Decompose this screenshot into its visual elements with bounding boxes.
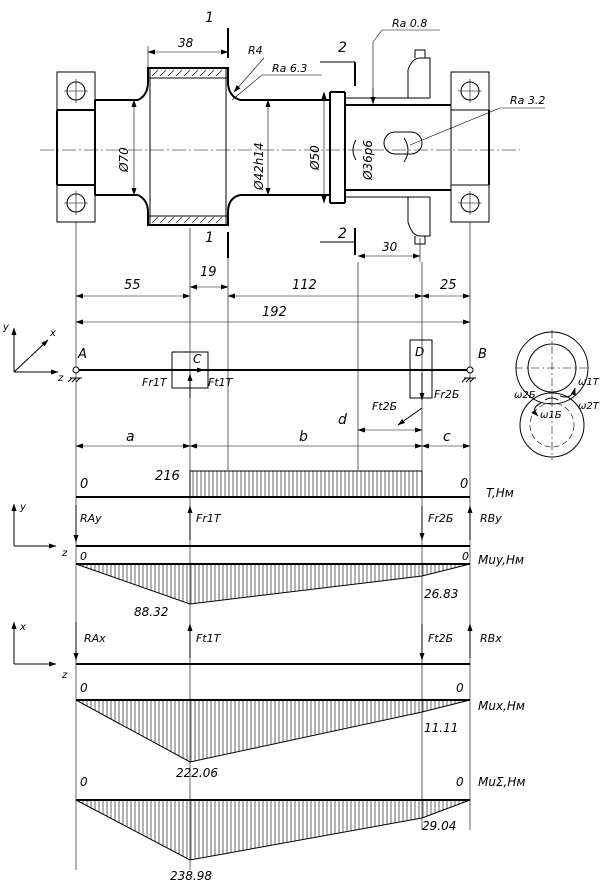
mt-label: MuΣ,Нм: [478, 775, 525, 789]
my-right-zero: 0: [462, 550, 469, 563]
span-dimensions: 55 19 112 25 192: [75, 265, 471, 325]
my-value-c: 88.32: [134, 605, 168, 619]
section-1-bottom-label: 1: [205, 230, 214, 246]
plane-y-axis-z: z: [61, 548, 68, 559]
shaft-dimensions: 38 R4 Ra 6.3 Ra 0.8 Ra 3.2 Ø70 Ø42h14 Ø5…: [117, 17, 545, 262]
mx-value-c: 222.06: [176, 766, 218, 780]
reaction-rby: RBy: [480, 512, 502, 525]
mt-value-c: 238.98: [170, 869, 212, 883]
dim-112: 112: [292, 278, 317, 293]
dim-19: 19: [200, 265, 217, 280]
point-a: A: [77, 347, 87, 362]
left-bearing: [56, 71, 96, 223]
segment-b: b: [299, 429, 308, 445]
right-bearing: [450, 71, 490, 223]
mt-right-zero: 0: [456, 775, 464, 789]
torque-value: 216: [155, 469, 180, 484]
fillet-radius-dim: R4: [248, 44, 263, 57]
plane-y-loads: y z RAy Fr1T Fr2Б RBy: [11, 502, 502, 559]
force-ft1t: Ft1T: [208, 376, 234, 389]
end-diameter-dim: Ø36p6: [361, 140, 375, 181]
mx-right-zero: 0: [456, 681, 464, 695]
plane-x-ft1t: Ft1T: [196, 632, 222, 645]
reaction-rax: RAx: [84, 632, 106, 645]
scheme-axis-x: x: [49, 328, 56, 339]
scheme-axis-z: z: [57, 373, 64, 384]
point-c: C: [193, 352, 202, 366]
torque-left-zero: 0: [80, 477, 88, 492]
moment-y-diagram: 0 0 Muy,Нм 88.32 26.83: [75, 550, 524, 619]
mx-value-d: 11.11: [424, 721, 458, 735]
torque-right-zero: 0: [460, 477, 468, 492]
point-b: B: [478, 347, 487, 362]
my-left-zero: 0: [80, 550, 87, 563]
dim-25: 25: [440, 278, 457, 293]
torque-diagram: 0 216 0 T,Нм: [76, 469, 514, 500]
force-ft2b: Ft2Б: [372, 400, 397, 413]
omega-2b: ω2Б: [514, 390, 536, 401]
mid-diameter-dim: Ø42h14: [252, 142, 266, 191]
plane-y-fr1t: Fr1T: [196, 512, 222, 525]
torque-label: T,Нм: [486, 486, 514, 500]
plane-x-axis-x: x: [19, 622, 26, 633]
force-fr1t: Fr1T: [142, 376, 168, 389]
section-2-top-label: 2: [338, 40, 347, 56]
gear-mesh-sketch: ω1T ω2T ω2Б ω1Б: [514, 330, 600, 460]
plane-x-ft2b: Ft2Б: [428, 632, 453, 645]
dim-55: 55: [124, 278, 141, 293]
seat-diameter-dim: Ø70: [117, 147, 131, 173]
segment-d: d: [338, 412, 347, 428]
moment-total-diagram: 0 0 MuΣ,Нм 238.98 29.04: [75, 775, 525, 883]
gear-width-dim: 38: [178, 36, 194, 50]
point-d: D: [415, 345, 424, 359]
pinion-width-dim: 30: [382, 240, 398, 254]
omega-1t: ω1T: [578, 377, 600, 388]
calc-scheme: y x z A B C Fr1T Ft1T D Fr2Б Ft2Б a b c …: [2, 322, 600, 460]
plane-x-axis-z: z: [61, 670, 68, 681]
mx-label: Mux,Нм: [478, 699, 525, 713]
section-markers: 1 1 2 2: [205, 10, 356, 258]
moment-x-diagram: 0 0 Mux,Нм 222.06 11.11: [75, 681, 525, 780]
omega-2t: ω2T: [578, 401, 600, 412]
my-value-d: 26.83: [424, 587, 458, 601]
plane-y-axis-y: y: [19, 502, 27, 513]
segment-c: c: [443, 429, 451, 445]
reaction-ray: RAy: [80, 512, 102, 525]
my-label: Muy,Нм: [478, 553, 524, 567]
mt-value-d: 29.04: [422, 819, 456, 833]
section-1-top-label: 1: [205, 10, 214, 26]
force-fr2b: Fr2Б: [434, 388, 459, 401]
scheme-axis-y: y: [2, 322, 10, 333]
ra-keyway-label: Ra 3.2: [510, 94, 545, 107]
dim-192: 192: [262, 305, 287, 320]
plane-y-fr2b: Fr2Б: [428, 512, 453, 525]
shoulder-diameter-dim: Ø50: [308, 145, 322, 171]
segment-a: a: [126, 429, 135, 445]
reaction-rbx: RBx: [480, 632, 502, 645]
section-2-bottom-label: 2: [338, 226, 347, 242]
shaft-outline: [56, 49, 490, 245]
ra-gear-label: Ra 6.3: [272, 62, 307, 75]
shaft-view: 1 1 2 2 38 R4 Ra 6.3 Ra 0.8 Ra 3.2 Ø70: [40, 10, 545, 262]
ra-journal-label: Ra 0.8: [392, 17, 427, 30]
mt-left-zero: 0: [80, 775, 88, 789]
omega-1b: ω1Б: [540, 410, 562, 421]
mx-left-zero: 0: [80, 681, 88, 695]
plane-x-loads: x z RAx Ft1T Ft2Б RBx: [11, 621, 502, 681]
